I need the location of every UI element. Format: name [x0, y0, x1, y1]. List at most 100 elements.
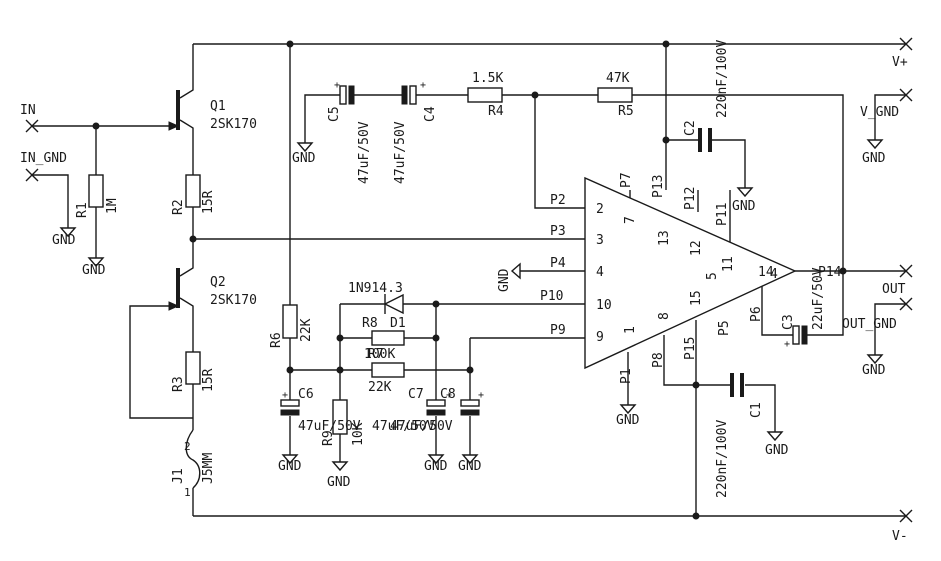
port-out-label: OUT: [882, 282, 906, 297]
gnd-label: GND: [616, 413, 640, 428]
gnd-label: GND: [327, 475, 351, 490]
ic-edge-pin: P10: [540, 289, 563, 304]
ic-pad-label: P13: [651, 175, 666, 198]
ic-inner-number: 5: [705, 272, 720, 280]
gnd-label: GND: [458, 459, 482, 474]
capacitor-c1-symbol: [730, 373, 744, 397]
q2-ref: Q2: [210, 275, 226, 290]
r2-ref: R2: [171, 199, 186, 215]
ic-inner-number: 13: [657, 230, 672, 246]
j1-pin1: 1: [184, 486, 191, 499]
gnd-label: GND: [497, 268, 512, 292]
c8-ref: C8: [440, 387, 456, 402]
svg-text:+: +: [334, 80, 340, 91]
ic-pad-label: P7: [619, 172, 634, 188]
r3-value: 15R: [201, 368, 216, 392]
j1-ref: J1: [171, 468, 186, 484]
gnd-label: GND: [732, 199, 756, 214]
r3-ref: R3: [171, 376, 186, 392]
capacitor-c3-symbol: +: [784, 325, 808, 350]
svg-text:+: +: [446, 390, 452, 401]
capacitor-c5-symbol: +: [334, 80, 355, 105]
r9-ref: R9: [321, 430, 336, 446]
ic-edge-number: 9: [596, 330, 604, 345]
r6-ref: R6: [269, 332, 284, 348]
d1-value: 1N914.3: [348, 281, 403, 296]
capacitor-c8-symbol: +: [460, 390, 484, 416]
ic-inner-number: 11: [721, 256, 736, 272]
r8-value: 100K: [364, 347, 395, 362]
port-markers: [25, 37, 913, 523]
ic-pad-label: P6: [749, 306, 764, 322]
resistor-r5-body: [597, 87, 633, 103]
port-out-gnd-label: OUT_GND: [842, 317, 897, 332]
resistor-r3-body: [185, 351, 201, 385]
c3-ref: C3: [781, 314, 796, 330]
resistor-r2-body: [185, 174, 201, 208]
gnd-label: GND: [292, 151, 316, 166]
junctions: [92, 40, 847, 520]
r6-value: 22K: [299, 318, 314, 342]
gnd-label: GND: [765, 443, 789, 458]
q2-value: 2SK170: [210, 293, 257, 308]
port-in-gnd-label: IN_GND: [20, 151, 67, 166]
r8-ref: R8: [362, 316, 378, 331]
c2-value: 220nF/100V: [715, 40, 730, 118]
ic-pad-label: P5: [717, 320, 732, 336]
r1-value: 1M: [105, 198, 120, 214]
r7-ref: R7: [368, 347, 384, 362]
r7-value: 22K: [368, 380, 392, 395]
c6-value: 47uF/50V: [298, 419, 361, 434]
capacitor-c7-symbol: +: [426, 390, 452, 416]
q1-ref: Q1: [210, 99, 226, 114]
capacitor-c6-symbol: +: [280, 390, 300, 416]
ic-inner-number: 8: [657, 312, 672, 320]
r9-value: 10K: [351, 422, 366, 446]
ic-triangle: [584, 176, 797, 370]
r1-ref: R1: [75, 202, 90, 218]
port-in-label: IN: [20, 103, 36, 118]
d1-ref: D1: [390, 316, 406, 331]
port-vminus-label: V-: [892, 529, 908, 544]
gnd-label: GND: [82, 263, 106, 278]
c5-ref: C5: [327, 106, 342, 122]
ic-edge-number: 2: [596, 202, 604, 217]
ic-pad-label: P15: [683, 337, 698, 360]
gnd-label: GND: [424, 459, 448, 474]
wires: [32, 43, 906, 517]
c8-value: 47uF/50V: [372, 419, 435, 434]
j1-pin2: 2: [184, 440, 191, 453]
r4-ref: R4: [488, 104, 504, 119]
port-vplus-label: V+: [892, 55, 908, 70]
j1-value: J5MM: [201, 453, 216, 484]
port-vgnd-label: V_GND: [860, 105, 899, 120]
ic-pad-label: P11: [715, 203, 730, 226]
c3-value: 22uF/50V: [811, 267, 826, 330]
c7-value: 47uF/50V: [390, 419, 453, 434]
c7-ref: C7: [408, 387, 424, 402]
c1-ref: C1: [749, 402, 764, 418]
ic-edge-pin: P3: [550, 224, 566, 239]
ic-pad-label: P12: [683, 187, 698, 210]
svg-text:+: +: [784, 339, 790, 350]
ic-edge-pin: P4: [550, 256, 566, 271]
c4-value: 47uF/50V: [393, 121, 408, 184]
svg-text:+: +: [282, 390, 288, 401]
ic-edge-pin: P9: [550, 323, 566, 338]
ic-edge-number: 3: [596, 233, 604, 248]
ic-inner-number: 12: [689, 240, 704, 256]
gnd-label: GND: [862, 151, 886, 166]
resistor-r8-body: [371, 330, 405, 346]
ic-pad-label: P8: [651, 352, 666, 368]
jumper-j1-symbol: [185, 429, 201, 489]
resistor-r9-body: [332, 399, 348, 435]
c6-ref: C6: [298, 387, 314, 402]
c2-ref: C2: [683, 120, 698, 136]
capacitor-c4-symbol: +: [401, 80, 426, 105]
resistor-r4-body: [467, 87, 503, 103]
gnd-label: GND: [52, 233, 76, 248]
ground-symbols: [59, 139, 884, 472]
diode-d1-symbol: [383, 293, 404, 315]
ic-edge-number: 10: [596, 298, 612, 313]
